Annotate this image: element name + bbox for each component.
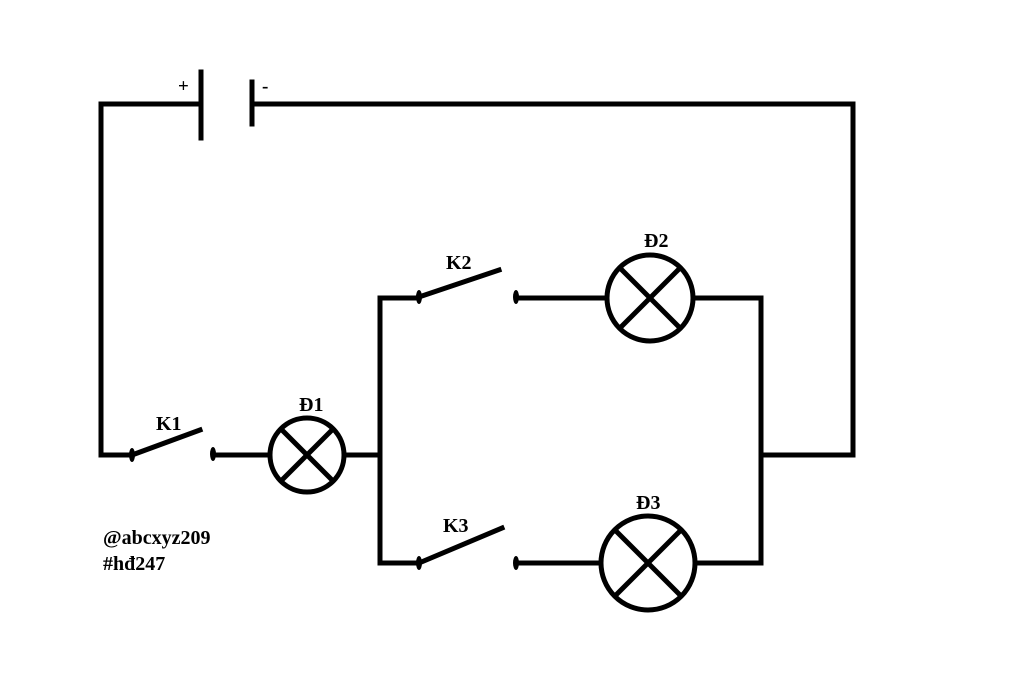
switch-k1: K1 (128, 413, 216, 462)
battery-minus-label: - (262, 76, 268, 97)
switch-k2-label: K2 (446, 252, 472, 274)
lamp-d3-label: Đ3 (636, 492, 660, 514)
wire-top-right (249, 101, 856, 458)
battery-plus-label: + (178, 76, 189, 97)
switch-k1-label: K1 (156, 413, 182, 435)
battery: + - (178, 69, 268, 141)
switch-k3-blade (415, 524, 506, 567)
switch-k3-contact-right (513, 556, 519, 570)
lamp-d2: Đ2 (604, 230, 696, 344)
lamp-d3-bulb (598, 513, 698, 613)
wire-left-rail (377, 295, 421, 566)
switch-k2: K2 (415, 252, 519, 304)
wire-top-left (98, 101, 204, 458)
switch-k2-blade (415, 266, 503, 301)
switch-k3-label: K3 (443, 515, 469, 537)
lamp-d1-cross-b (277, 425, 337, 485)
switch-k1-blade (128, 426, 204, 459)
lamp-d2-cross-b (616, 264, 684, 332)
switch-k1-contact-left (129, 448, 135, 462)
watermark-hashtag: #hđ247 (103, 553, 165, 575)
switch-k3-contact-left (416, 556, 422, 570)
outer-loop (98, 101, 856, 458)
switch-k3: K3 (415, 515, 519, 570)
lamp-d3-cross-b (611, 526, 685, 600)
lamp-d1-label: Đ1 (299, 394, 323, 416)
lamp-d3: Đ3 (598, 492, 698, 613)
lamp-d2-bulb (604, 252, 696, 344)
switch-k2-contact-left (416, 290, 422, 304)
lamp-d2-label: Đ2 (644, 230, 668, 252)
wire-right-rail (690, 295, 764, 566)
watermark-username: @abcxyz209 (103, 527, 210, 549)
lamp-d1: Đ1 (267, 394, 347, 495)
